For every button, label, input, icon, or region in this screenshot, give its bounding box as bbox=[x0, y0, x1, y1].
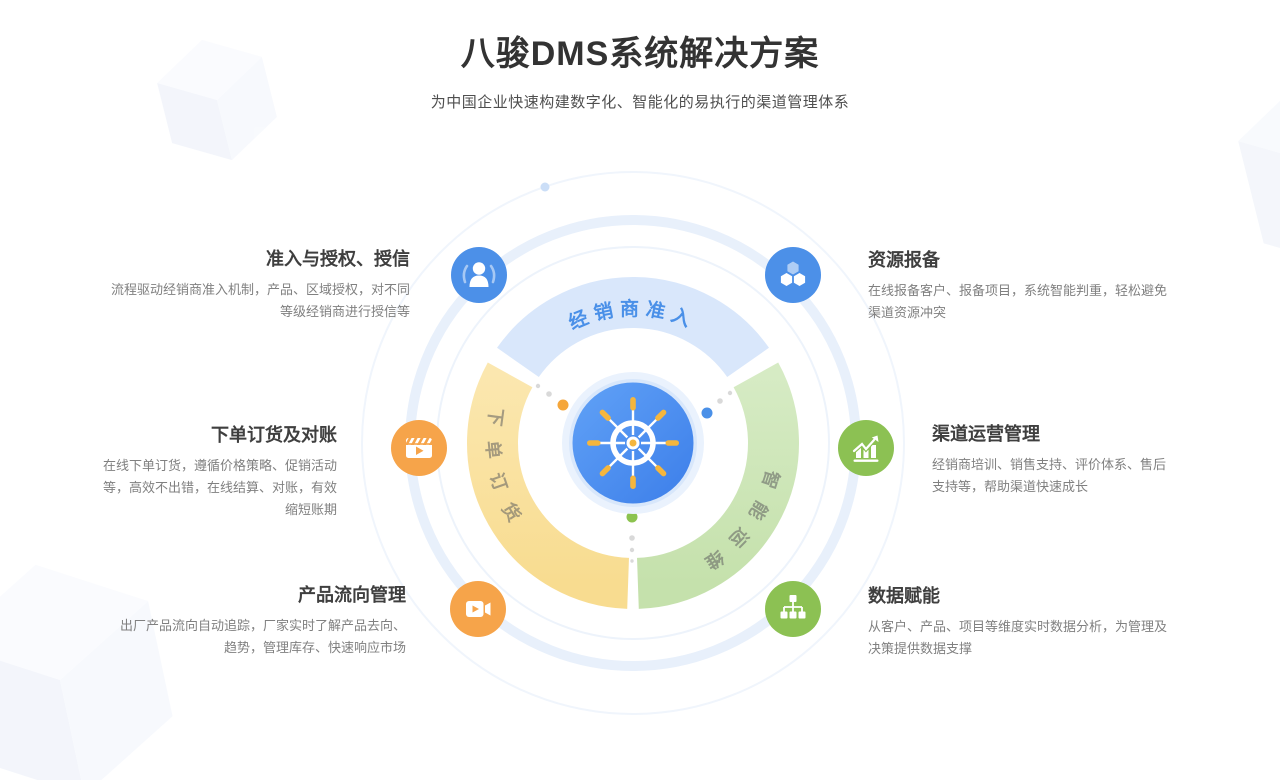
ring-segments bbox=[467, 276, 799, 609]
org-chart-icon bbox=[765, 581, 821, 637]
feature-admission-authorization: 准入与授权、授信 流程驱动经销商准入机制，产品、区域授权，对不同等级经销商进行授… bbox=[110, 248, 410, 323]
blue-dot bbox=[701, 407, 713, 419]
feature-title: 数据赋能 bbox=[868, 586, 940, 606]
feature-product-flow: 产品流向管理 出厂产品流向自动追踪，厂家实时了解产品去向、趋势，管理库存、快速响… bbox=[110, 584, 406, 659]
feature-description: 经销商培训、销售支持、评价体系、售后支持等，帮助渠道快速成长 bbox=[932, 457, 1167, 494]
wheel-center bbox=[562, 372, 704, 514]
feature-title: 下单订货及对账 bbox=[211, 425, 337, 445]
feature-channel-operation: 渠道运营管理 经销商培训、销售支持、评价体系、售后支持等，帮助渠道快速成长 bbox=[932, 423, 1172, 498]
film-clapper-icon bbox=[391, 420, 447, 476]
segment-order-placing bbox=[467, 362, 630, 609]
feature-ordering-reconciliation: 下单订货及对账 在线下单订货，遵循价格策略、促销活动等，高效不出错，在线结算、对… bbox=[97, 424, 337, 521]
page-subtitle: 为中国企业快速构建数字化、智能化的易执行的渠道管理体系 bbox=[430, 94, 850, 111]
feature-title: 准入与授权、授信 bbox=[266, 249, 410, 269]
feature-description: 在线报备客户、报备项目，系统智能判重，轻松避免渠道资源冲突 bbox=[868, 283, 1168, 320]
feature-description: 在线下单订货，遵循价格策略、促销活动等，高效不出错，在线结算、对账，有效缩短账期 bbox=[102, 458, 337, 517]
segment-intelligent-ops bbox=[636, 362, 799, 609]
feature-title: 渠道运营管理 bbox=[932, 424, 1040, 444]
feature-description: 出厂产品流向自动追踪，厂家实时了解产品去向、趋势，管理库存、快速响应市场 bbox=[119, 618, 406, 655]
orange-dot bbox=[557, 399, 569, 411]
segment-dealer-admission bbox=[497, 276, 769, 378]
feature-data-empowerment: 数据赋能 从客户、产品、项目等维度实时数据分析，为管理及决策提供数据支撑 bbox=[868, 585, 1168, 660]
channel-management-wheel: 经销商准入 下单订货 智能运维 bbox=[361, 171, 905, 715]
people-icon bbox=[451, 247, 507, 303]
orbit-dot bbox=[540, 182, 550, 192]
feature-title: 产品流向管理 bbox=[298, 585, 406, 605]
growth-chart-icon bbox=[838, 420, 894, 476]
feature-resource-filing: 资源报备 在线报备客户、报备项目，系统智能判重，轻松避免渠道资源冲突 bbox=[868, 249, 1168, 324]
video-camera-icon bbox=[450, 581, 506, 637]
feature-title: 资源报备 bbox=[868, 250, 940, 270]
ship-helm-icon bbox=[587, 397, 679, 489]
green-dot bbox=[626, 511, 638, 523]
feature-description: 从客户、产品、项目等维度实时数据分析，为管理及决策提供数据支撑 bbox=[868, 619, 1168, 656]
page-title: 八骏DMS系统解决方案 bbox=[460, 35, 820, 73]
page-header: 八骏DMS系统解决方案 为中国企业快速构建数字化、智能化的易执行的渠道管理体系 bbox=[0, 26, 1280, 112]
hexagons-icon bbox=[765, 247, 821, 303]
feature-description: 流程驱动经销商准入机制，产品、区域授权，对不同等级经销商进行授信等 bbox=[110, 282, 410, 319]
connector-dots bbox=[535, 383, 733, 563]
